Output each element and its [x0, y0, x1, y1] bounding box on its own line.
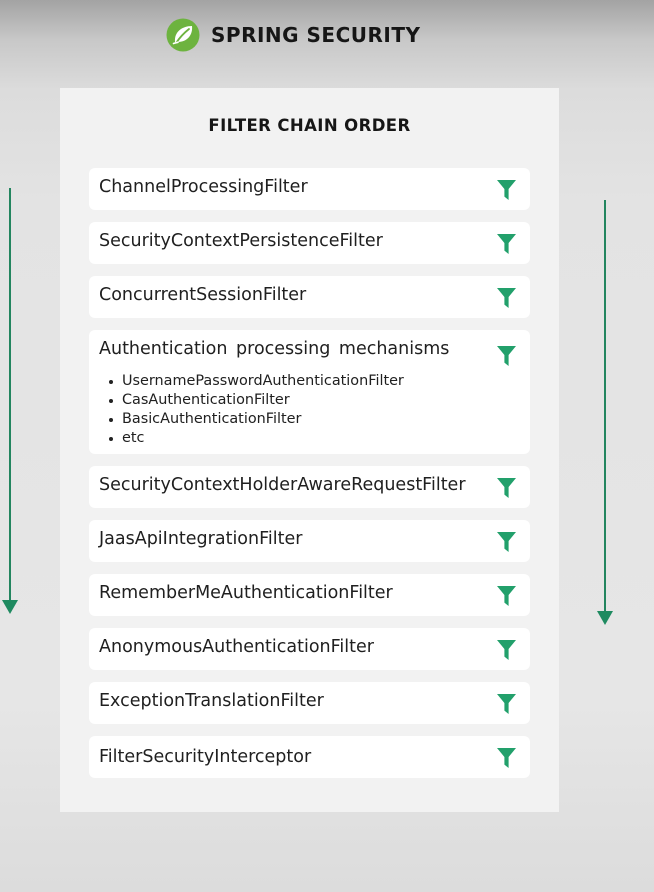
- filter-label: Authentication processing mechanisms: [99, 339, 450, 359]
- funnel-icon: [497, 478, 516, 498]
- filter-label: SecurityContextHolderAwareRequestFilter: [99, 475, 466, 495]
- filter-item-security-context-persistence: SecurityContextPersistenceFilter: [89, 222, 530, 264]
- filter-label: SecurityContextPersistenceFilter: [99, 231, 383, 251]
- funnel-icon: [497, 288, 516, 308]
- filter-label: JaasApiIntegrationFilter: [99, 529, 303, 549]
- panel-title: FILTER CHAIN ORDER: [208, 116, 411, 135]
- funnel-icon: [497, 694, 516, 714]
- spring-leaf-icon: [166, 18, 200, 52]
- filter-label: ConcurrentSessionFilter: [99, 285, 307, 305]
- funnel-icon: [497, 532, 516, 552]
- arrow-down-icon-shaft: [9, 188, 11, 602]
- arrow-down-icon: [2, 600, 18, 614]
- list-item: CasAuthenticationFilter: [109, 391, 404, 410]
- brand-title: SPRING SECURITY: [211, 23, 421, 47]
- filter-label: FilterSecurityInterceptor: [99, 747, 312, 767]
- filter-item-remember-me: RememberMeAuthenticationFilter: [89, 574, 530, 616]
- flow-arrow-right: [596, 200, 614, 627]
- filter-label: ExceptionTranslationFilter: [99, 691, 324, 711]
- filter-item-exception-translation: ExceptionTranslationFilter: [89, 682, 530, 724]
- brand-header: SPRING SECURITY: [166, 17, 420, 53]
- funnel-icon: [497, 234, 516, 254]
- funnel-icon: [497, 748, 516, 768]
- funnel-icon: [497, 586, 516, 606]
- flow-arrow-left: [1, 188, 19, 616]
- filter-item-security-context-holder-aware: SecurityContextHolderAwareRequestFilter: [89, 466, 530, 508]
- list-item: UsernamePasswordAuthenticationFilter: [109, 372, 404, 391]
- filter-item-authentication-processing: Authentication processing mechanisms Use…: [89, 330, 530, 454]
- arrow-down-icon-shaft: [604, 200, 606, 613]
- filter-label: AnonymousAuthenticationFilter: [99, 637, 374, 657]
- arrow-down-icon: [597, 611, 613, 625]
- filter-item-filter-security-interceptor: FilterSecurityInterceptor: [89, 736, 530, 778]
- funnel-icon: [497, 640, 516, 660]
- filter-label: RememberMeAuthenticationFilter: [99, 583, 393, 603]
- filter-chain-panel: FILTER CHAIN ORDER ChannelProcessingFilt…: [60, 88, 559, 812]
- funnel-icon: [497, 180, 516, 200]
- authentication-mechanisms-list: UsernamePasswordAuthenticationFilter Cas…: [109, 372, 404, 448]
- filter-item-jaas-api-integration: JaasApiIntegrationFilter: [89, 520, 530, 562]
- funnel-icon: [497, 346, 516, 366]
- filter-item-concurrent-session: ConcurrentSessionFilter: [89, 276, 530, 318]
- filter-item-channel-processing: ChannelProcessingFilter: [89, 168, 530, 210]
- list-item: etc: [109, 429, 404, 448]
- list-item: BasicAuthenticationFilter: [109, 410, 404, 429]
- filter-item-anonymous-authentication: AnonymousAuthenticationFilter: [89, 628, 530, 670]
- filter-label: ChannelProcessingFilter: [99, 177, 308, 197]
